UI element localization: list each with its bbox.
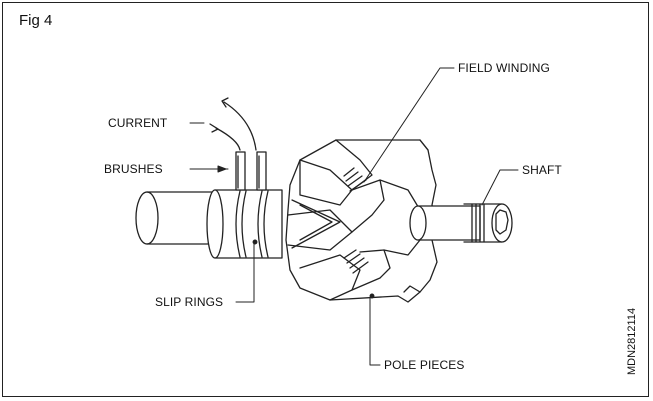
label-slip-rings: SLIP RINGS [155,295,224,309]
label-brushes: BRUSHES [104,162,163,176]
figure-title: Fig 4 [19,12,53,29]
figure-code: MDN2812114 [626,307,638,375]
label-field-winding: FIELD WINDING [458,61,550,75]
figure-frame [2,2,649,397]
label-pole-pieces: POLE PIECES [384,358,465,372]
brushes [235,151,267,191]
slip-ring-assembly [206,189,283,259]
right-shaft [409,203,513,243]
current-arrows [209,97,257,151]
label-current: CURRENT [108,116,168,130]
left-shaft [135,191,229,245]
label-shaft: SHAFT [522,163,562,177]
leader-lines [189,67,519,366]
rotor-body [285,139,439,303]
